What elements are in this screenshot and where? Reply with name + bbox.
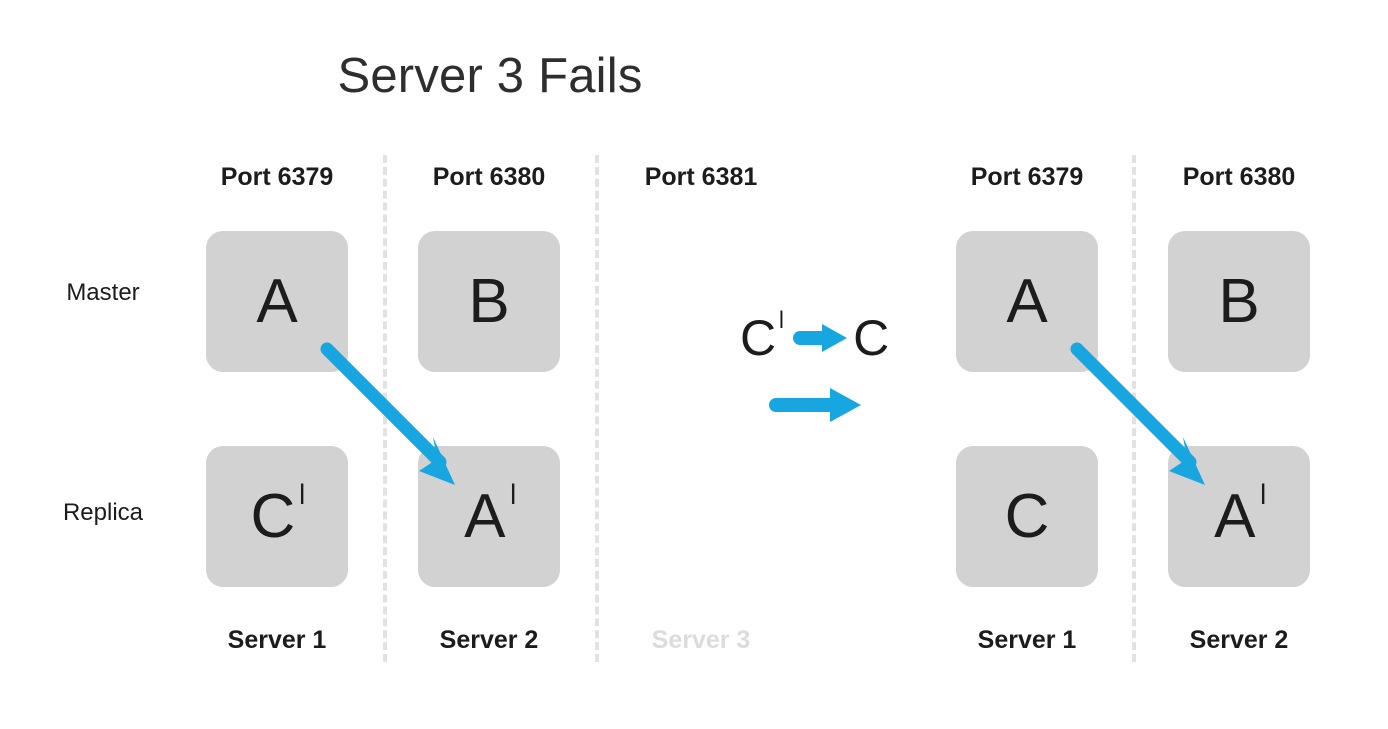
node-before-master-6379[interactable]: A	[206, 231, 348, 372]
node-after-master-6380[interactable]: B	[1168, 231, 1310, 372]
transition-to-letter: C	[853, 310, 890, 366]
port-label-after-2: Port 6380	[1182, 163, 1296, 191]
node-letter: A	[256, 266, 298, 336]
server-label-before-3-failed: Server 3	[651, 626, 751, 654]
server-label-before-1: Server 1	[227, 626, 327, 654]
row-label-replica: Replica	[62, 499, 144, 526]
node-letter: A	[1214, 481, 1256, 551]
node-letter: A	[1006, 266, 1048, 336]
port-label-after-1: Port 6379	[970, 163, 1084, 191]
column-divider-2	[595, 155, 599, 662]
node-letter: B	[1218, 266, 1260, 336]
page-title: Server 3 Fails	[337, 49, 643, 103]
transition-second-right-arrow-icon	[769, 388, 861, 422]
node-prime-mark: I	[298, 477, 306, 511]
node-after-master-6379[interactable]: A	[956, 231, 1098, 372]
node-before-master-6380[interactable]: B	[418, 231, 560, 372]
port-label-before-2: Port 6380	[432, 163, 546, 191]
server-label-after-2: Server 2	[1189, 626, 1289, 654]
node-letter: C	[1004, 481, 1050, 551]
server-label-before-2: Server 2	[439, 626, 539, 654]
node-prime-mark: I	[1259, 477, 1267, 511]
column-divider-1	[383, 155, 387, 662]
transition-from-prime: I	[778, 305, 785, 334]
server-label-after-1: Server 1	[977, 626, 1077, 654]
node-after-replica-6379[interactable]: C	[956, 446, 1098, 587]
port-label-before-3: Port 6381	[644, 163, 758, 191]
node-prime-mark: I	[509, 477, 517, 511]
node-letter: B	[468, 266, 510, 336]
column-divider-3	[1132, 155, 1136, 662]
transition-from-letter: C	[740, 310, 777, 366]
row-label-master: Master	[66, 279, 140, 306]
node-letter: C	[250, 481, 296, 551]
node-letter: A	[464, 481, 506, 551]
port-label-before-1: Port 6379	[220, 163, 334, 191]
